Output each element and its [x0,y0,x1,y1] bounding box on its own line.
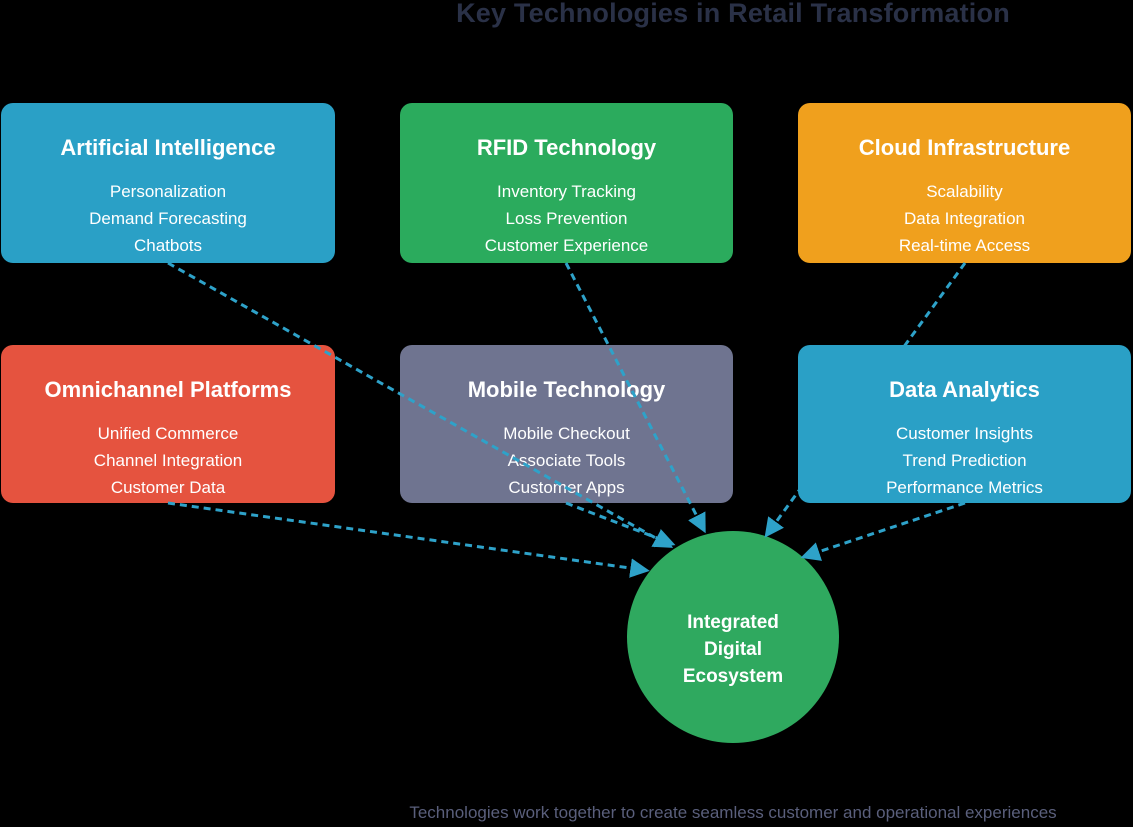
tech-box-item: Performance Metrics [886,478,1043,497]
hub-label: Integrated Digital Ecosystem [683,609,783,690]
tech-box-item: Mobile Checkout [503,424,630,443]
tech-box-title: Mobile Technology [467,377,666,402]
hub-label-line: Digital [703,638,763,660]
connector-data-analytics [800,501,966,561]
connector-omnichannel-platforms [167,501,650,578]
tech-box-item: Customer Apps [508,478,625,497]
tech-box-item-list: Scalability Data Integration Real-time A… [798,178,1131,259]
tech-box-item: Inventory Tracking [497,182,636,201]
tech-box-item-list: Personalization Demand Forecasting Chatb… [1,178,335,259]
tech-box-item: Customer Insights [896,424,1033,443]
tech-box-artificial-intelligence: Artificial Intelligence Personalization … [1,103,335,263]
tech-box-title: Cloud Infrastructure [858,135,1071,160]
tech-box-mobile-technology: Mobile Technology Mobile Checkout Associ… [400,345,733,503]
tech-box-item: Personalization [109,182,227,201]
tech-box-item: Customer Data [110,478,226,497]
tech-box-title: RFID Technology [476,135,657,160]
tech-box-item: Demand Forecasting [89,209,247,228]
tech-box-item: Scalability [926,182,1003,201]
hub-label-line: Ecosystem [682,665,784,687]
diagram-title: Key Technologies in Retail Transformatio… [456,0,1010,28]
tech-box-title: Omnichannel Platforms [44,377,292,402]
tech-box-rfid-technology: RFID Technology Inventory Tracking Loss … [400,103,733,263]
tech-box-item: Loss Prevention [505,209,628,228]
tech-box-item: Associate Tools [507,451,626,470]
tech-box-item-list: Unified Commerce Channel Integration Cus… [1,420,335,501]
tech-box-title: Artificial Intelligence [60,135,276,160]
connector-mobile-technology [565,501,676,548]
tech-box-item: Chatbots [133,236,203,255]
tech-box-item: Channel Integration [93,451,243,470]
hub-label-line: Integrated [687,611,779,633]
tech-box-item: Trend Prediction [902,451,1027,470]
hub-circle-integrated-digital-ecosystem: Integrated Digital Ecosystem [627,531,839,743]
tech-box-item-list: Mobile Checkout Associate Tools Customer… [400,420,733,501]
tech-box-title: Data Analytics [889,377,1040,402]
tech-box-item-list: Customer Insights Trend Prediction Perfo… [798,420,1131,501]
tech-box-item: Data Integration [904,209,1025,228]
tech-box-data-analytics: Data Analytics Customer Insights Trend P… [798,345,1131,503]
tech-box-item: Unified Commerce [97,424,239,443]
tech-box-item: Customer Experience [484,236,649,255]
tech-box-omnichannel-platforms: Omnichannel Platforms Unified Commerce C… [1,345,335,503]
diagram-caption: Technologies work together to create sea… [409,803,1057,822]
tech-box-item: Real-time Access [898,236,1031,255]
tech-box-item-list: Inventory Tracking Loss Prevention Custo… [400,178,733,259]
tech-box-cloud-infrastructure: Cloud Infrastructure Scalability Data In… [798,103,1131,263]
